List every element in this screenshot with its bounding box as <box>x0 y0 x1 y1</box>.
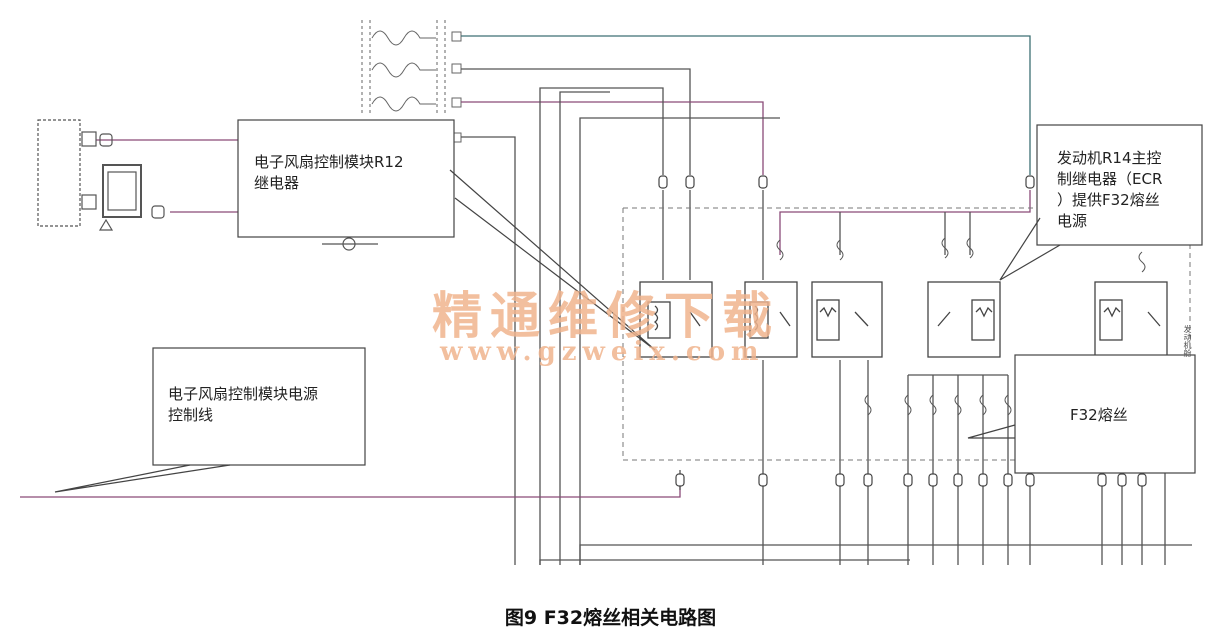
callout-f32-label: F32熔丝 <box>1070 406 1128 424</box>
callout-ecr-line4: 电源 <box>1057 212 1088 230</box>
connectors <box>658 175 1147 487</box>
figure-caption: 图9 F32熔丝相关电路图 <box>504 607 717 629</box>
callout-r12-relay: 电子风扇控制模块R12 继电器 <box>254 152 450 194</box>
callout-r12-line1: 电子风扇控制模块R12 <box>254 153 404 171</box>
relay-3 <box>811 281 883 358</box>
callout-power-line1: 电子风扇控制模块电源 <box>168 385 319 403</box>
callout-ecr-line1: 发动机R14主控 <box>1057 149 1162 167</box>
left-components <box>37 119 378 251</box>
callout-ecr-line2: 制继电器（ECR <box>1057 170 1163 188</box>
callout-power-line2: 控制线 <box>168 406 214 424</box>
callout-ecr-relay: 发动机R14主控 制继电器（ECR ）提供F32熔丝 电源 <box>1057 148 1197 232</box>
callout-f32-fuse: F32熔丝 <box>1070 405 1128 426</box>
side-label: 发动机舱 <box>1183 325 1192 357</box>
watermark-title: 精通维修下载 <box>432 286 780 345</box>
relay-r14-ecr <box>927 281 1001 358</box>
relay-r12 <box>639 281 713 358</box>
callout-pointers <box>54 169 1061 493</box>
internal-fuses <box>776 237 1146 416</box>
callout-ecr-line3: ）提供F32熔丝 <box>1057 191 1160 209</box>
callout-r12-line2: 继电器 <box>254 174 300 192</box>
callout-boxes <box>152 119 1203 474</box>
callout-power-control: 电子风扇控制模块电源 控制线 <box>168 384 358 426</box>
fuse-block-left <box>361 20 462 143</box>
relay-2 <box>744 281 798 358</box>
relay-5 <box>1094 281 1168 358</box>
watermark-url: www.gzweix.com <box>440 337 765 367</box>
